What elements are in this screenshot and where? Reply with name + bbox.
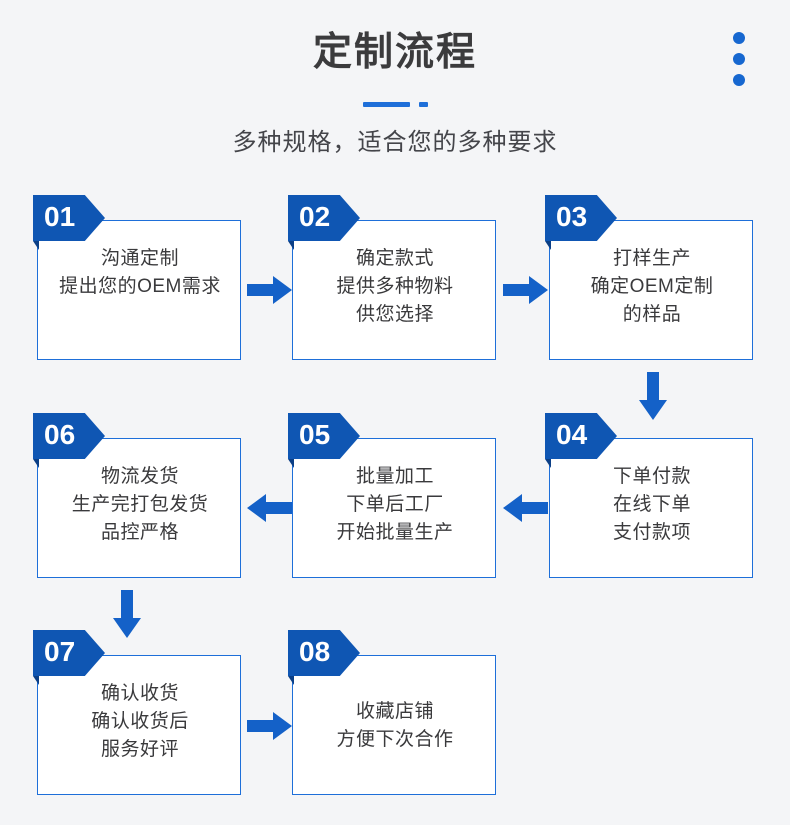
step-text-line: 生产完打包发货 [71, 494, 209, 515]
divider-gap [410, 102, 419, 107]
step-text-line: 下单付款 [612, 466, 691, 487]
step-number-badge-05: 05 [288, 413, 360, 459]
arrow-head [113, 618, 141, 638]
step-text-line: 支付款项 [612, 522, 691, 543]
step-text-line: 提供多种物料 [336, 276, 454, 297]
arrow-shaft [521, 502, 548, 514]
page-subtitle: 多种规格，适合您的多种要求 [232, 129, 558, 156]
dot-2 [733, 53, 745, 65]
arrow-head [247, 494, 266, 522]
step-number-badge-07: 07 [33, 630, 105, 676]
arrow-right-icon-01-02 [247, 276, 292, 304]
step-number-badge-06: 06 [33, 413, 105, 459]
step-card-06[interactable]: 06 物流发货 生产完打包发货 品控严格 [33, 413, 242, 578]
dot-1 [733, 32, 745, 44]
step-text-line: 开始批量生产 [336, 522, 454, 543]
arrow-head [273, 712, 292, 740]
step-text-02: 确定款式 提供多种物料 供您选择 [293, 245, 497, 329]
step-text-01: 沟通定制 提出您的OEM需求 [38, 245, 242, 301]
divider-bar-short [418, 101, 428, 107]
arrow-head [639, 400, 667, 420]
step-card-01[interactable]: 01 沟通定制 提出您的OEM需求 [33, 195, 242, 360]
arrow-shaft [247, 720, 274, 732]
step-card-03[interactable]: 03 打样生产 确定OEM定制 的样品 [545, 195, 754, 360]
step-text-line: 服务好评 [100, 739, 179, 760]
arrow-shaft [647, 372, 659, 401]
arrow-right-icon-07-08 [247, 712, 292, 740]
divider-bar-long [362, 101, 410, 107]
badge-fold-08 [288, 676, 294, 685]
step-text-line: 供您选择 [355, 304, 434, 325]
three-dots-icon[interactable] [729, 32, 749, 86]
arrow-shaft [503, 284, 530, 296]
step-text-04: 下单付款 在线下单 支付款项 [550, 463, 754, 547]
arrow-down-icon-06-07 [113, 590, 141, 638]
arrow-right-icon-02-03 [503, 276, 548, 304]
arrow-head [529, 276, 548, 304]
badge-fold-04 [545, 459, 551, 468]
page-title: 定制流程 [312, 31, 477, 74]
step-text-line: 沟通定制 [100, 248, 179, 269]
step-number-badge-01: 01 [33, 195, 105, 241]
step-text-05: 批量加工 下单后工厂 开始批量生产 [293, 463, 497, 547]
arrow-shaft [265, 502, 292, 514]
arrow-head [503, 494, 522, 522]
arrow-shaft [247, 284, 274, 296]
title-divider [0, 98, 790, 110]
step-text-line: 确定OEM定制 [590, 276, 714, 297]
step-text-07: 确认收货 确认收货后 服务好评 [38, 680, 242, 764]
step-number-badge-04: 04 [545, 413, 617, 459]
badge-fold-06 [33, 459, 39, 468]
step-text-line: 打样生产 [612, 248, 691, 269]
step-text-line: 的样品 [622, 304, 682, 325]
step-card-02[interactable]: 02 确定款式 提供多种物料 供您选择 [288, 195, 497, 360]
step-text-08: 收藏店铺 方便下次合作 [293, 698, 497, 754]
step-text-line: 确认收货后 [91, 711, 189, 732]
step-text-line: 提出您的OEM需求 [59, 276, 221, 297]
step-text-line: 批量加工 [355, 466, 434, 487]
step-text-line: 方便下次合作 [336, 729, 454, 750]
step-text-03: 打样生产 确定OEM定制 的样品 [550, 245, 754, 329]
badge-fold-05 [288, 459, 294, 468]
step-card-05[interactable]: 05 批量加工 下单后工厂 开始批量生产 [288, 413, 497, 578]
step-text-06: 物流发货 生产完打包发货 品控严格 [38, 463, 242, 547]
dot-3 [733, 74, 745, 86]
header: 定制流程 多种规格，适合您的多种要求 [0, 0, 790, 180]
step-text-line: 收藏店铺 [355, 701, 434, 722]
arrow-head [273, 276, 292, 304]
step-text-line: 下单后工厂 [346, 494, 444, 515]
arrow-left-icon-04-05 [503, 494, 548, 522]
step-text-line: 物流发货 [100, 466, 179, 487]
step-card-08[interactable]: 08 收藏店铺 方便下次合作 [288, 630, 497, 795]
arrow-down-icon-03-04 [639, 372, 667, 420]
badge-fold-03 [545, 241, 551, 250]
badge-fold-01 [33, 241, 39, 250]
badge-fold-07 [33, 676, 39, 685]
step-number-badge-03: 03 [545, 195, 617, 241]
step-text-line: 确认收货 [100, 683, 179, 704]
badge-fold-02 [288, 241, 294, 250]
step-number-badge-08: 08 [288, 630, 360, 676]
step-card-04[interactable]: 04 下单付款 在线下单 支付款项 [545, 413, 754, 578]
step-card-07[interactable]: 07 确认收货 确认收货后 服务好评 [33, 630, 242, 795]
step-text-line: 品控严格 [100, 522, 179, 543]
step-text-line: 确定款式 [355, 248, 434, 269]
arrow-shaft [121, 590, 133, 619]
step-text-line: 在线下单 [612, 494, 691, 515]
step-number-badge-02: 02 [288, 195, 360, 241]
arrow-left-icon-05-06 [247, 494, 292, 522]
